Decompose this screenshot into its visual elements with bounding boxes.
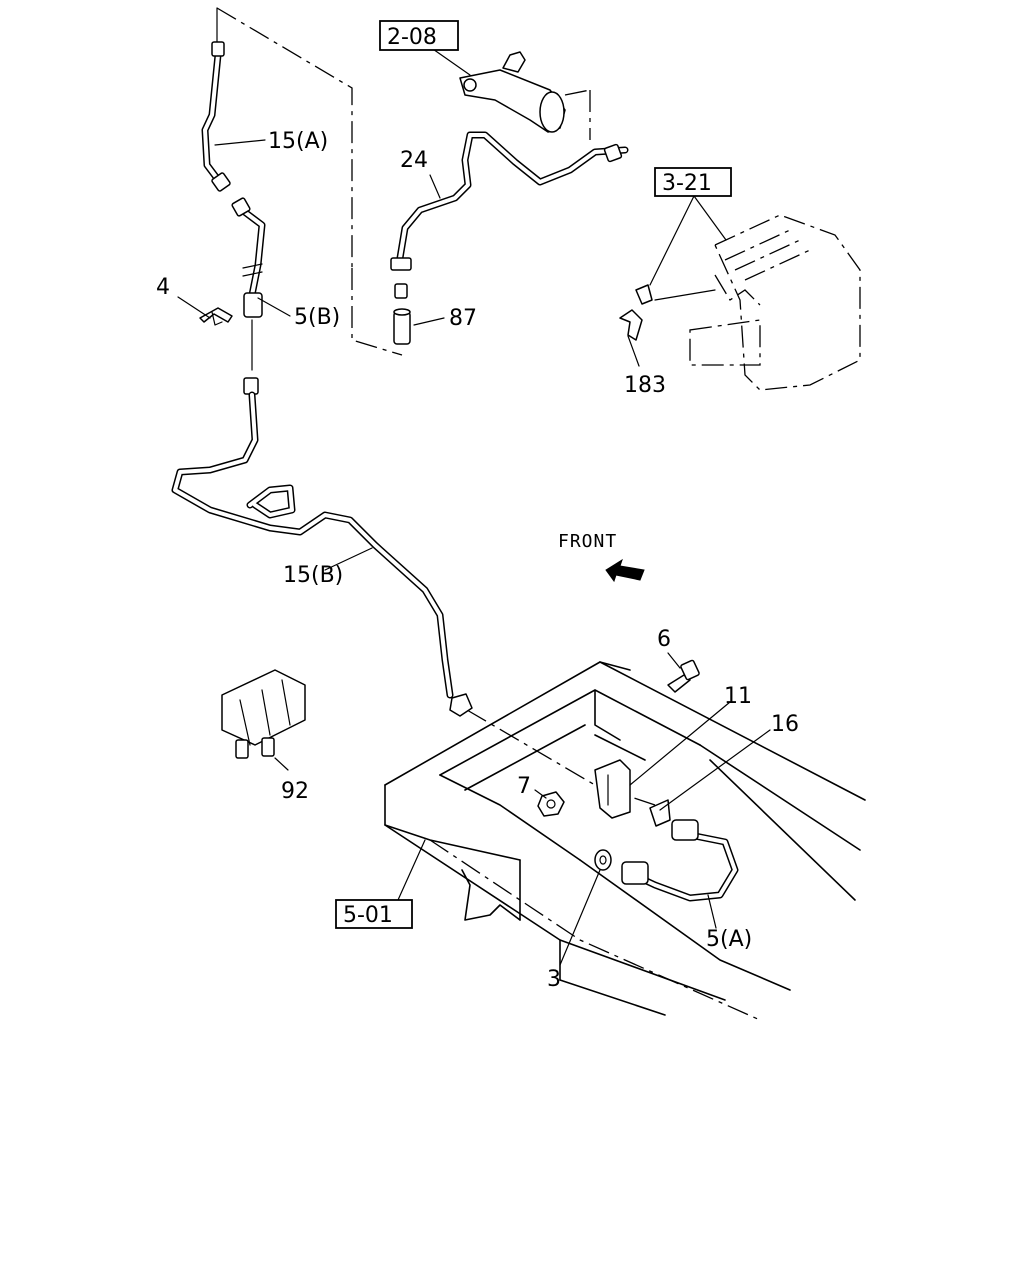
callout-6: 6 <box>657 627 671 652</box>
callout-11: 11 <box>724 684 752 709</box>
pipe-15a[interactable] <box>201 41 231 192</box>
bolt-6[interactable] <box>667 659 700 693</box>
ref-box-3-21[interactable]: 3-21 <box>654 167 732 197</box>
callout-7: 7 <box>517 774 531 799</box>
callout-16: 16 <box>771 712 799 737</box>
callout-5a: 5(A) <box>706 927 752 952</box>
callout-15a: 15(A) <box>268 129 328 154</box>
ref-box-5-01[interactable]: 5-01 <box>335 899 413 929</box>
ref-5-01-label: 5-01 <box>343 903 393 928</box>
front-direction-arrow-icon <box>605 558 645 583</box>
callout-183: 183 <box>624 373 666 398</box>
callout-87: 87 <box>449 306 477 331</box>
callout-15b: 15(B) <box>283 563 343 588</box>
washer-3[interactable] <box>594 849 612 871</box>
chassis-frame <box>384 661 866 1021</box>
callout-92: 92 <box>281 779 309 804</box>
callout-4: 4 <box>156 275 170 300</box>
bracket-11[interactable] <box>594 759 631 819</box>
callout-5b: 5(B) <box>294 305 340 330</box>
pipe-15b[interactable] <box>171 377 473 717</box>
hose-5a[interactable] <box>621 819 739 902</box>
leader-lines <box>216 7 656 806</box>
nut-7[interactable] <box>537 791 565 817</box>
ref-3-21-label: 3-21 <box>662 171 712 196</box>
callout-3: 3 <box>547 967 561 992</box>
ref-2-08-label: 2-08 <box>387 25 437 50</box>
callout-24: 24 <box>400 148 428 173</box>
hose-183[interactable] <box>619 284 653 341</box>
master-cylinder <box>459 51 566 133</box>
ref-box-2-08[interactable]: 2-08 <box>379 20 459 51</box>
sleeve-87[interactable] <box>393 308 411 345</box>
callout-leaders <box>177 39 771 966</box>
clip-4[interactable] <box>199 307 233 326</box>
reservoir <box>654 214 861 391</box>
pipe-24[interactable] <box>390 131 629 299</box>
hose-5b[interactable] <box>231 197 266 318</box>
connector-92[interactable] <box>221 669 306 759</box>
front-label: FRONT <box>558 531 617 552</box>
